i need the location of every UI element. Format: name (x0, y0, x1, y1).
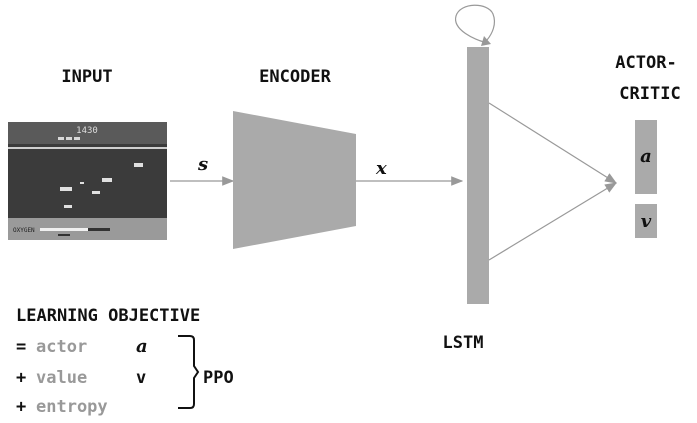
ppo-label: PPO (203, 368, 234, 388)
lstm-bar (467, 47, 489, 304)
objective-term-actor: = actor a (16, 336, 148, 357)
arrow-lstm-to-head-upper (488, 102, 618, 184)
s-label: s (197, 154, 208, 175)
objective-term-value: + value v (16, 368, 146, 388)
objective-term-symbol-1: a (136, 336, 148, 357)
objective-term-entropy: + entropy (16, 397, 108, 417)
game-oxygen-label: OXYGEN (13, 227, 35, 234)
game-frame-image: 1430 OXYGEN (8, 122, 167, 240)
objective-term-name-1: actor (36, 337, 87, 357)
objective-op-1: = (16, 337, 26, 357)
objective-term-symbol-2: v (136, 368, 146, 388)
objective-op-2: + (16, 368, 26, 388)
objective-term-name-2: value (36, 368, 87, 388)
encoder-shape (233, 111, 356, 249)
arrow-lstm-to-head-lower (488, 182, 618, 261)
actor-symbol: a (640, 146, 652, 167)
recurrent-loop-arrowhead (481, 36, 491, 46)
objective-term-name-3: entropy (36, 397, 108, 417)
recurrent-loop-arrow (455, 4, 496, 43)
actor-critic-label-line1: ACTOR- (615, 53, 676, 73)
objective-bracket (178, 335, 200, 409)
objective-op-3: + (16, 397, 26, 417)
game-score: 1430 (76, 126, 98, 136)
lstm-label: LSTM (443, 333, 484, 353)
actor-head-bar (635, 120, 657, 194)
objective-title: LEARNING OBJECTIVE (16, 306, 200, 326)
value-head-bar (635, 204, 657, 238)
encoder-label: ENCODER (259, 67, 331, 87)
input-label: INPUT (61, 67, 112, 87)
actor-critic-label-line2: CRITIC (619, 84, 680, 104)
x-label: x (375, 158, 387, 179)
value-symbol: v (641, 211, 652, 232)
